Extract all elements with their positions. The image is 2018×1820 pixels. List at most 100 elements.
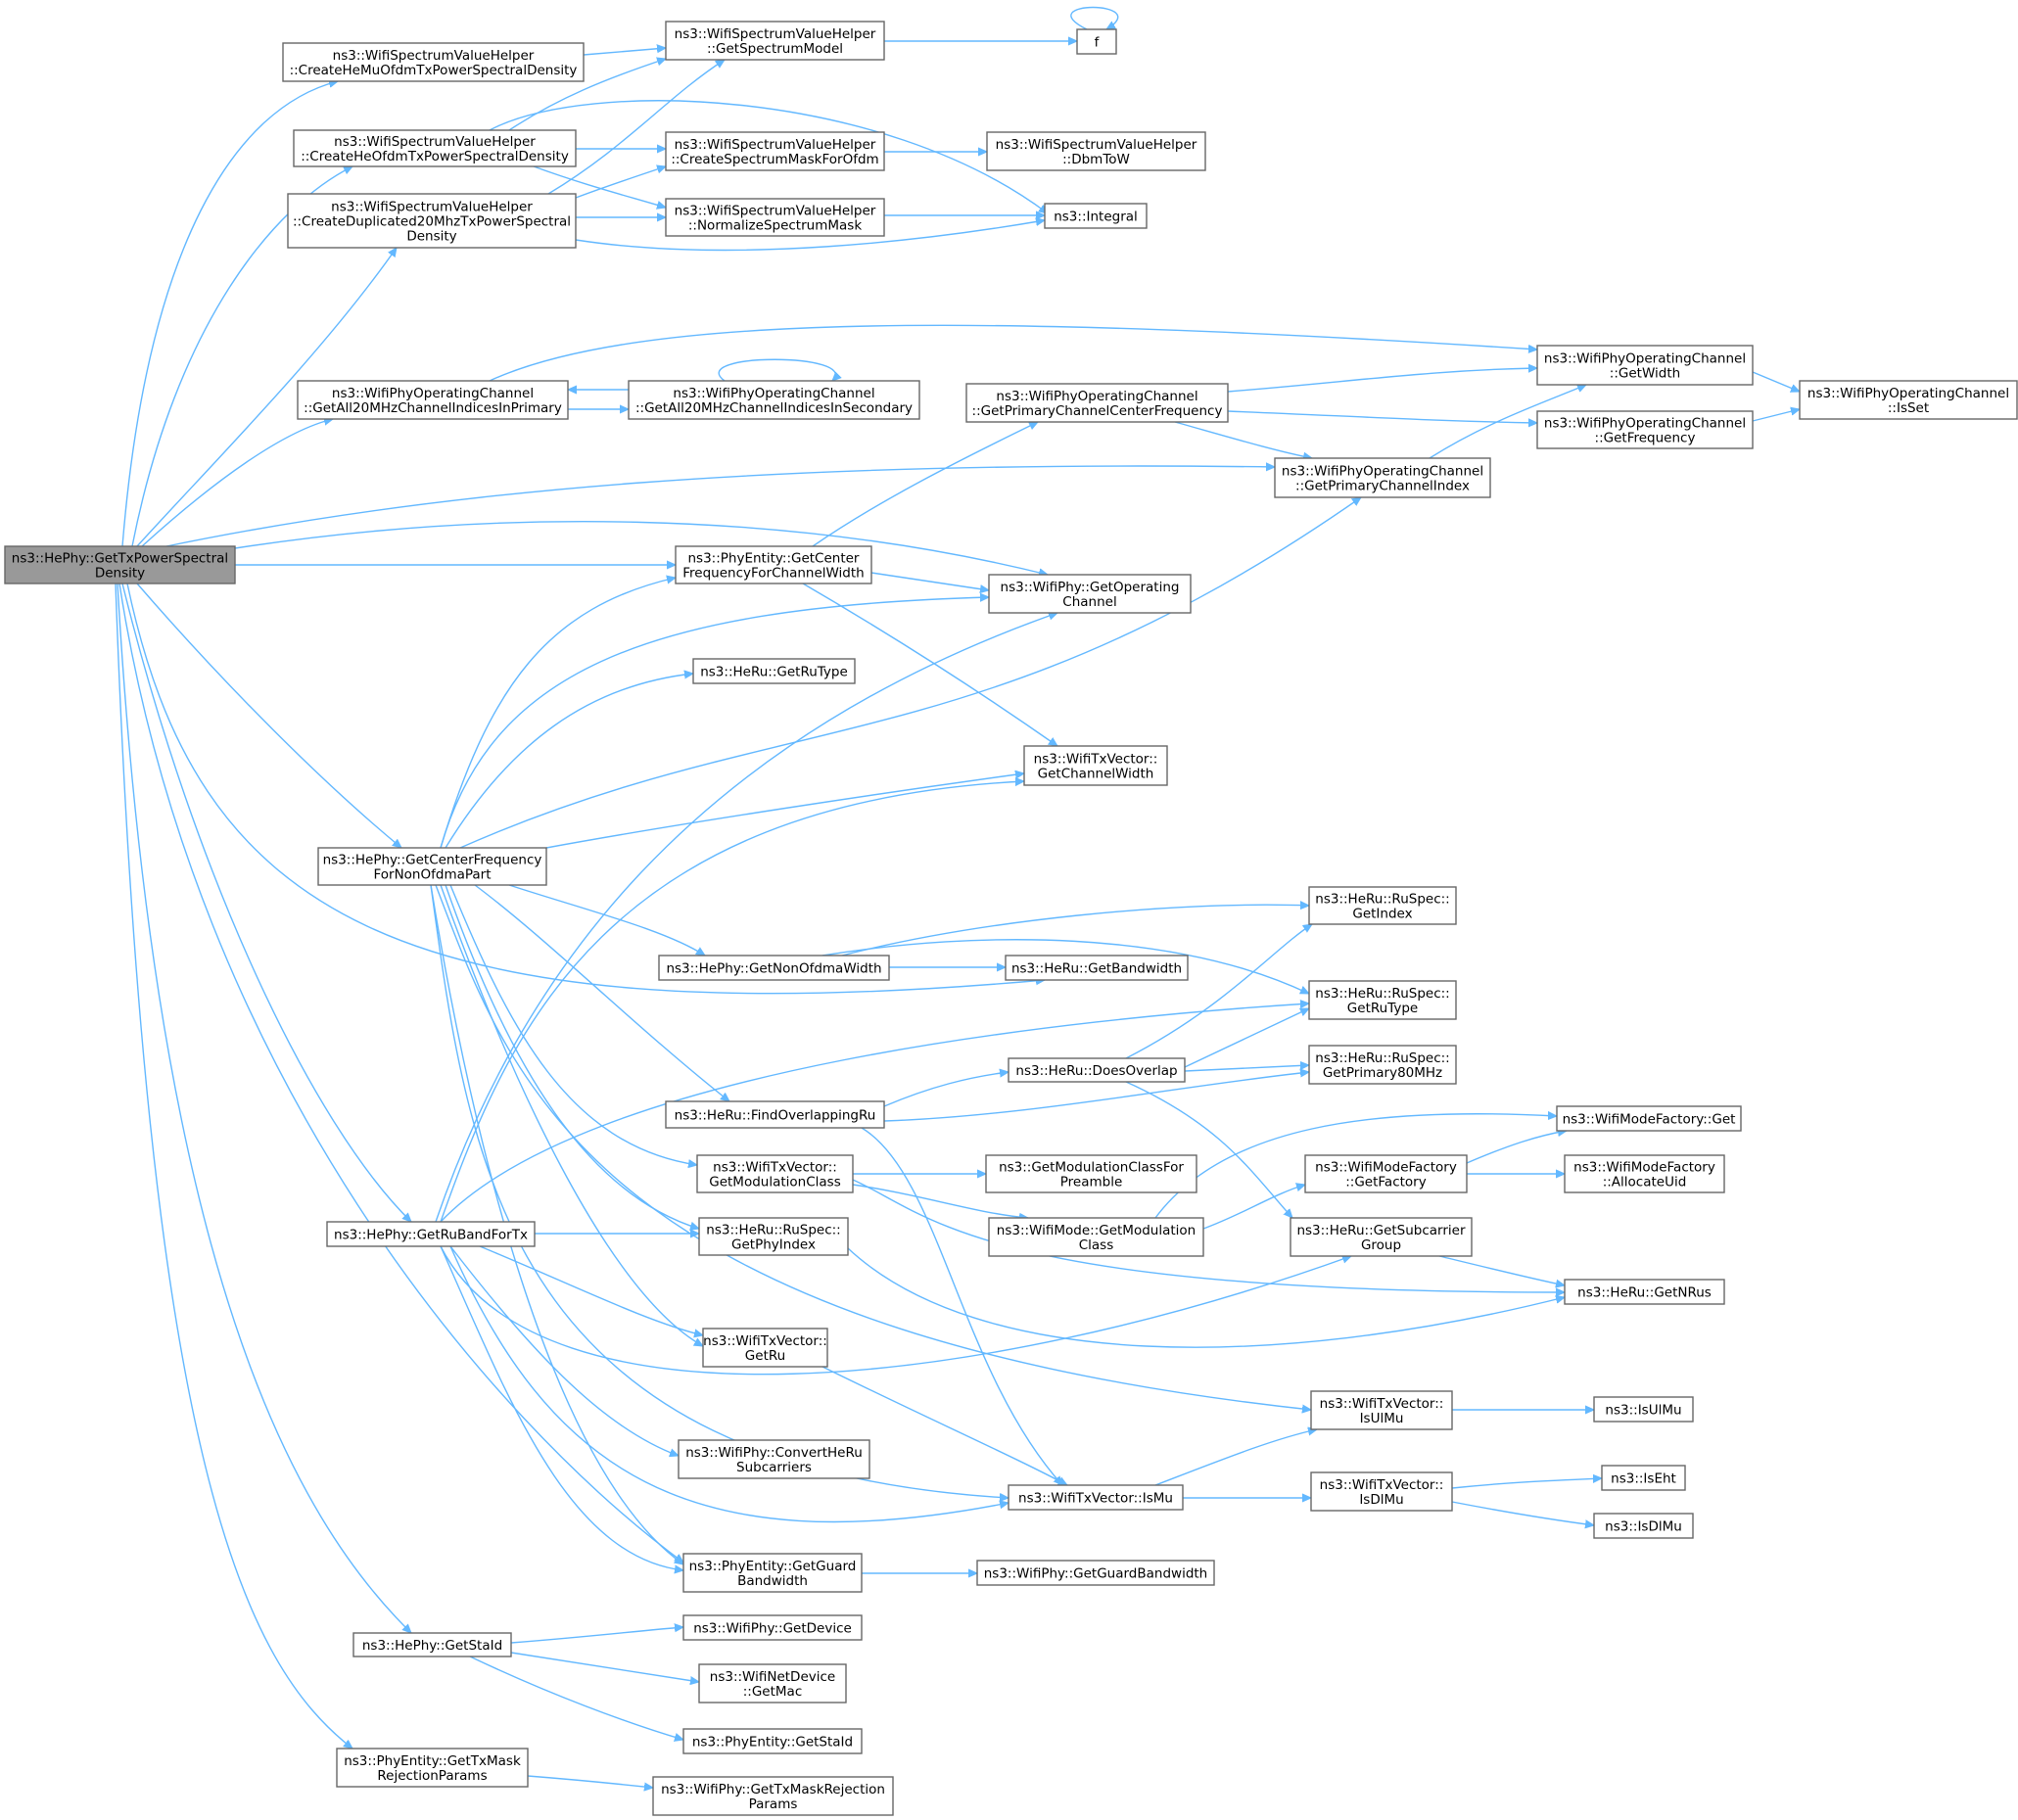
node-getFrequency[interactable]: ns3::WifiPhyOperatingChannel::GetFrequen…	[1536, 410, 1754, 449]
node-box	[1005, 955, 1189, 981]
node-box	[665, 1100, 885, 1129]
node-getStaIdPe[interactable]: ns3::PhyEntity::GetStaId	[682, 1728, 863, 1754]
edge-getStaIdHe-to-getStaIdPe	[469, 1656, 683, 1740]
node-getSpectrumModel[interactable]: ns3::WifiSpectrumValueHelper::GetSpectru…	[665, 21, 885, 61]
node-ruSpecIndex[interactable]: ns3::HeRu::RuSpec::GetIndex	[1308, 886, 1457, 925]
edge-centerNonOfdma-to-txGetRu	[440, 884, 703, 1347]
node-txChannelWidth[interactable]: ns3::WifiTxVector::GetChannelWidth	[1023, 745, 1168, 786]
node-ruBandForTx[interactable]: ns3::HePhy::GetRuBandForTx	[326, 1221, 536, 1247]
node-box	[1008, 1057, 1186, 1083]
node-all20Primary[interactable]: ns3::WifiPhyOperatingChannel::GetAll20MH…	[297, 380, 569, 420]
edge-centerNonOfdma-to-txChannelWidth	[545, 773, 1024, 849]
node-txGetRu[interactable]: ns3::WifiTxVector::GetRu	[702, 1328, 828, 1368]
node-box	[1536, 410, 1754, 449]
node-createDup[interactable]: ns3::WifiSpectrumValueHelper::CreateDupl…	[287, 193, 577, 249]
edge-ruBandForTx-to-peGuardBw	[440, 1245, 683, 1570]
node-isDlMuTx[interactable]: ns3::WifiTxVector::IsDlMu	[1310, 1471, 1453, 1512]
node-getRuTypeHeRu[interactable]: ns3::HeRu::GetRuType	[692, 658, 856, 684]
node-box	[1601, 1465, 1686, 1491]
node-ruSpecRuType[interactable]: ns3::HeRu::RuSpec::GetRuType	[1308, 980, 1457, 1020]
node-allocateUid[interactable]: ns3::WifiModeFactory::AllocateUid	[1564, 1154, 1725, 1193]
node-box	[976, 1560, 1215, 1586]
node-box	[665, 21, 885, 61]
node-createMask[interactable]: ns3::WifiSpectrumValueHelper::CreateSpec…	[665, 131, 885, 171]
node-integral[interactable]: ns3::Integral	[1044, 203, 1148, 229]
node-createHeOfdm[interactable]: ns3::WifiSpectrumValueHelper::CreateHeOf…	[293, 129, 577, 167]
node-label: Bandwidth	[737, 1573, 808, 1589]
node-box	[1023, 745, 1168, 786]
node-getWidth[interactable]: ns3::WifiPhyOperatingChannel::GetWidth	[1536, 345, 1754, 386]
edge-root-to-getOpChannel	[234, 521, 1048, 575]
node-primaryCenterFreq[interactable]: ns3::WifiPhyOperatingChannel::GetPrimary…	[965, 383, 1229, 423]
node-box	[1274, 457, 1491, 498]
node-all20Secondary[interactable]: ns3::WifiPhyOperatingChannel::GetAll20MH…	[628, 380, 920, 420]
node-label: GetRuType	[1347, 1001, 1418, 1016]
node-modeFactoryGet[interactable]: ns3::WifiModeFactory::Get	[1556, 1105, 1742, 1132]
edge-ruBandForTx-to-subcarrierGroup	[440, 1245, 1351, 1376]
node-isUlMuTx[interactable]: ns3::WifiTxVector::IsUlMu	[1310, 1390, 1453, 1430]
node-phyGuardBw[interactable]: ns3::WifiPhy::GetGuardBandwidth	[976, 1560, 1215, 1586]
node-label: ns3::WifiTxVector::	[1320, 1396, 1444, 1412]
node-nonOfdmaWidth[interactable]: ns3::HePhy::GetNonOfdmaWidth	[658, 955, 890, 981]
node-getMac[interactable]: ns3::WifiNetDevice::GetMac	[698, 1663, 847, 1703]
node-box	[678, 1439, 870, 1479]
node-isSet[interactable]: ns3::WifiPhyOperatingChannel::IsSet	[1799, 380, 2018, 420]
node-ruSpecPhyIndex[interactable]: ns3::HeRu::RuSpec::GetPhyIndex	[698, 1217, 849, 1256]
node-peGuardBw[interactable]: ns3::PhyEntity::GetGuardBandwidth	[682, 1553, 863, 1593]
node-label: ns3::WifiSpectrumValueHelper	[996, 137, 1197, 153]
node-label: ::DbmToW	[1062, 152, 1130, 167]
node-label: ns3::WifiPhyOperatingChannel	[996, 389, 1197, 404]
node-normalize[interactable]: ns3::WifiSpectrumValueHelper::NormalizeS…	[665, 198, 885, 237]
node-getFactory[interactable]: ns3::WifiModeFactory::GetFactory	[1304, 1154, 1468, 1193]
node-box	[986, 131, 1206, 171]
node-label: ns3::HeRu::RuSpec::	[1315, 1050, 1449, 1066]
edge-primaryCenterFreq-to-getWidth	[1227, 368, 1537, 393]
node-isEht[interactable]: ns3::IsEht	[1601, 1465, 1686, 1491]
node-txModClass[interactable]: ns3::WifiTxVector::GetModulationClass	[696, 1154, 854, 1193]
edge-findOverlap-to-doesOverlap	[883, 1072, 1009, 1107]
edge-root-to-createHeMu	[121, 81, 338, 547]
node-box	[352, 1632, 512, 1657]
node-getBandwidth[interactable]: ns3::HeRu::GetBandwidth	[1005, 955, 1189, 981]
node-box	[293, 129, 577, 167]
edge-centerNonOfdma-to-getOpChannel	[440, 597, 989, 849]
edge-root-to-ruBandForTx	[121, 583, 411, 1222]
edge-createHeOfdm-to-integral	[489, 100, 1048, 213]
edge-ruBandForTx-to-txChannelWidth	[440, 781, 1024, 1223]
node-label: ns3::WifiMode::GetModulation	[997, 1223, 1196, 1238]
node-box	[1308, 1045, 1457, 1085]
node-label: ns3::HePhy::GetTxPowerSpectral	[12, 551, 228, 567]
node-centerNonOfdma[interactable]: ns3::HePhy::GetCenterFrequencyForNonOfdm…	[317, 847, 547, 886]
node-isUlMu[interactable]: ns3::IsUlMu	[1593, 1396, 1694, 1423]
edge-primaryCenterFreq-to-primaryIndex	[1174, 421, 1312, 458]
node-label: ns3::IsUlMu	[1605, 1403, 1681, 1419]
node-primaryIndex[interactable]: ns3::WifiPhyOperatingChannel::GetPrimary…	[1274, 457, 1491, 498]
node-getStaIdHe[interactable]: ns3::HePhy::GetStaId	[352, 1632, 512, 1657]
node-primary80[interactable]: ns3::HeRu::RuSpec::GetPrimary80MHz	[1308, 1045, 1457, 1085]
node-dbmToW[interactable]: ns3::WifiSpectrumValueHelper::DbmToW	[986, 131, 1206, 171]
node-isMuTx[interactable]: ns3::WifiTxVector::IsMu	[1008, 1484, 1184, 1511]
node-label: ns3::WifiNetDevice	[710, 1669, 835, 1685]
node-modeModClass[interactable]: ns3::WifiMode::GetModulationClass	[988, 1217, 1204, 1257]
node-label: ns3::WifiSpectrumValueHelper	[334, 134, 536, 150]
node-f[interactable]: f	[1076, 28, 1117, 55]
node-doesOverlap[interactable]: ns3::HeRu::DoesOverlap	[1008, 1057, 1186, 1083]
node-label: ::GetAll20MHzChannelIndicesInPrimary	[304, 400, 562, 416]
node-peCenterFreq[interactable]: ns3::PhyEntity::GetCenterFrequencyForCha…	[675, 545, 872, 584]
edge-subcarrierGroup-to-getNRus	[1438, 1255, 1565, 1285]
node-createHeMu[interactable]: ns3::WifiSpectrumValueHelper::CreateHeMu…	[282, 42, 585, 82]
node-getDevice[interactable]: ns3::WifiPhy::GetDevice	[682, 1614, 863, 1641]
node-getNRus[interactable]: ns3::HeRu::GetNRus	[1564, 1279, 1725, 1305]
node-isDlMu[interactable]: ns3::IsDlMu	[1593, 1513, 1694, 1539]
node-box	[1593, 1513, 1694, 1539]
edge-root-to-primaryIndex	[165, 466, 1275, 547]
edge-txModClass-to-modeModClass	[852, 1184, 1028, 1218]
node-findOverlap[interactable]: ns3::HeRu::FindOverlappingRu	[665, 1100, 885, 1129]
